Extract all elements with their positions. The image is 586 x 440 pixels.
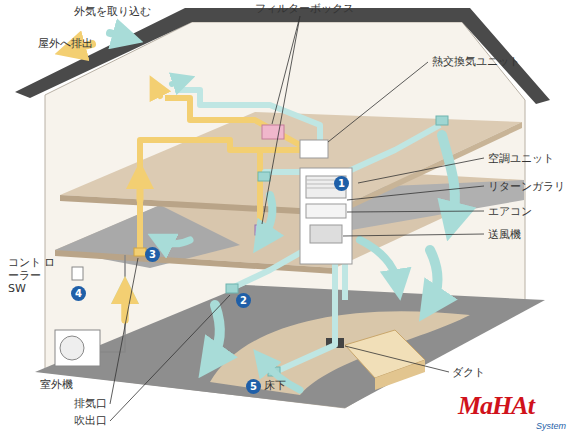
outdoor-unit-and-controller — [55, 255, 125, 366]
outdoor-unit-and-controller — [60, 336, 84, 360]
part-label: ダクト — [452, 366, 485, 379]
vents — [134, 116, 448, 376]
part-label: リターンガラリ — [488, 180, 565, 193]
leader-lines — [345, 346, 449, 372]
cyan-supply-ducts — [232, 250, 305, 288]
leader-lines — [347, 211, 484, 212]
outdoor-unit-and-controller — [72, 267, 83, 280]
ventilation-units — [255, 125, 352, 264]
outdoor-unit-and-controller — [55, 330, 100, 366]
cyan-supply-ducts — [175, 90, 440, 372]
airflow-arrows — [110, 33, 128, 38]
house-body — [15, 8, 550, 104]
ventilation-units — [300, 168, 352, 264]
airflow-arrows — [442, 135, 455, 222]
floor-slabs — [55, 205, 240, 268]
floor-slabs — [335, 122, 522, 216]
leader-lines — [328, 62, 428, 142]
cyan-supply-ducts — [175, 90, 320, 140]
leader-lines — [262, 16, 300, 224]
callout-number: 1 — [334, 176, 349, 191]
part-label: 空調ユニット — [488, 152, 554, 165]
part-label: 床下 — [264, 379, 286, 392]
airflow-arrows — [122, 290, 129, 320]
ventilation-units — [306, 204, 346, 218]
part-label: コント ローラー SW — [8, 256, 58, 295]
leader-lines — [272, 16, 300, 124]
part-label: 送風機 — [488, 228, 521, 241]
outdoor-unit-and-controller — [100, 255, 125, 352]
callout-number: 3 — [145, 247, 160, 262]
leader-lines — [347, 186, 484, 200]
floor-slabs — [60, 195, 335, 216]
floor-slabs — [35, 112, 545, 408]
leader-lines — [110, 258, 138, 404]
leader-lines — [110, 295, 230, 421]
cyan-supply-ducts — [340, 125, 440, 175]
floor-slabs — [210, 311, 470, 395]
leader-lines — [343, 234, 484, 236]
yellow-exhaust-ducts — [257, 150, 263, 232]
vents — [226, 284, 238, 293]
airflow-arrows — [172, 80, 184, 84]
part-label: エアコン — [488, 205, 532, 218]
logo-text: MaHAt — [458, 392, 534, 420]
vents — [258, 172, 270, 181]
part-label: 外気を取り込む — [74, 5, 151, 18]
floor-slabs — [35, 285, 545, 408]
yellow-exhaust-ducts — [140, 140, 315, 250]
airflow-arrows — [137, 175, 144, 200]
part-label: 排気口 — [74, 397, 107, 410]
leader-lines — [358, 158, 484, 183]
logo-text: System — [536, 421, 566, 431]
airflow-arrows — [360, 240, 398, 285]
ventilation-units — [300, 140, 328, 158]
airflow-arrows — [160, 240, 190, 244]
house-body — [15, 8, 550, 408]
part-label: フィルターボックス — [255, 2, 354, 15]
leader-lines — [110, 16, 484, 421]
airflow-arrows — [430, 250, 438, 305]
yellow-exhaust-ducts — [140, 98, 315, 250]
part-label: 熱交換気ユニット — [432, 55, 520, 68]
vents — [436, 116, 448, 125]
part-label: 室外機 — [40, 378, 73, 391]
stairs — [326, 330, 425, 390]
airflow-arrows — [122, 290, 129, 320]
cyan-supply-ducts — [275, 255, 335, 372]
callout-number: 2 — [236, 293, 251, 308]
ventilation-units — [262, 125, 284, 139]
part-label: 吹出口 — [74, 414, 107, 427]
callout-number: 4 — [71, 286, 86, 301]
callout-number: 5 — [246, 379, 261, 394]
part-label: 屋外へ排出 — [38, 37, 93, 50]
airflow-arrows — [210, 305, 220, 362]
ventilation-units — [310, 225, 342, 243]
airflow-arrows — [155, 86, 160, 96]
